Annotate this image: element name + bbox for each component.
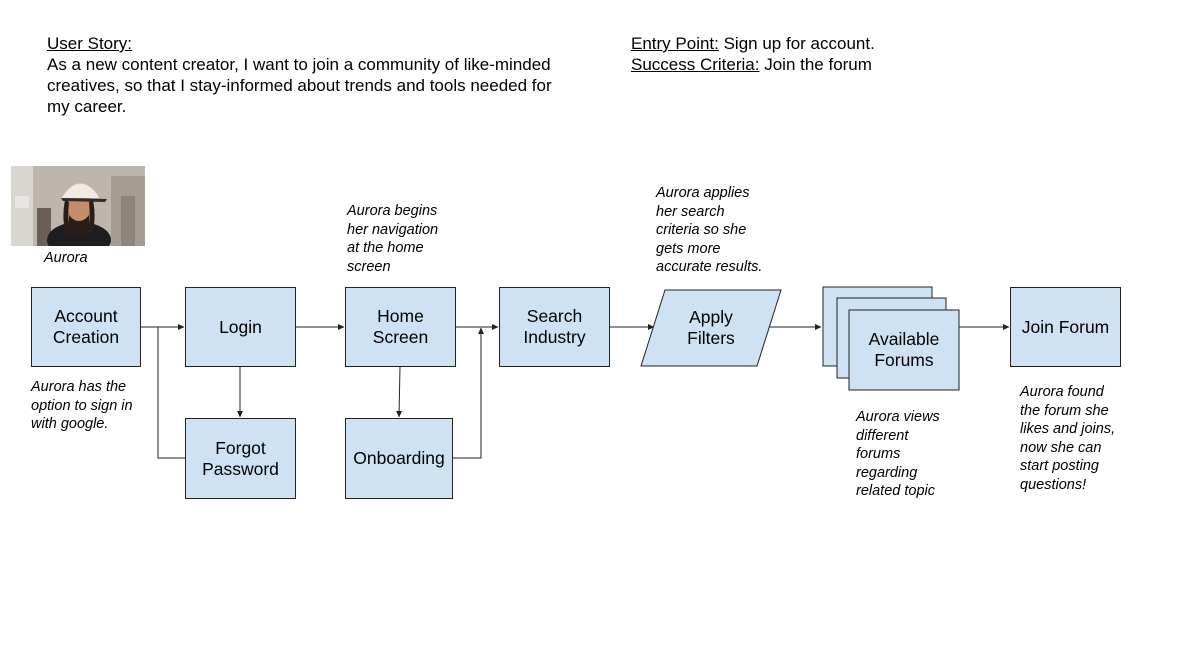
user-story-body: As a new content creator, I want to join… — [47, 55, 552, 116]
node-home-screen: Home Screen — [345, 287, 456, 367]
note-join-forum: Aurora found the forum she likes and joi… — [1020, 384, 1116, 493]
forums-page-front — [848, 309, 960, 391]
success-criteria-label: Success Criteria: — [631, 55, 760, 74]
note-apply-filters: Aurora applies her search criteria so sh… — [656, 185, 763, 275]
node-available-forums: Available Forums — [868, 329, 940, 370]
success-criteria: Success Criteria: Join the forum — [631, 54, 1031, 75]
success-criteria-value: Join the forum — [759, 55, 872, 74]
node-forgot-password: Forgot Password — [185, 418, 296, 499]
persona-photo-drawing — [11, 166, 145, 246]
node-join-forum: Join Forum — [1010, 287, 1121, 367]
connector-onboarding-to-search — [453, 327, 484, 459]
connector-forgot-to-login — [157, 327, 185, 459]
note-account-creation: Aurora has the option to sign in with go… — [31, 379, 133, 432]
node-account-creation: Account Creation — [31, 287, 141, 367]
persona-photo — [11, 166, 145, 246]
apply-filters-shape — [640, 289, 782, 367]
node-apply-filters: Apply Filters — [687, 307, 735, 348]
entry-point: Entry Point: Sign up for account. — [631, 33, 1031, 54]
note-available-forums: Aurora views different forums regarding … — [856, 409, 940, 499]
note-home-screen: Aurora begins her navigation at the home… — [347, 203, 439, 275]
node-login: Login — [185, 287, 296, 367]
user-story: User Story: As a new content creator, I … — [47, 33, 567, 117]
entry-point-value: Sign up for account. — [718, 34, 875, 53]
persona-name: Aurora — [44, 250, 88, 266]
node-search-industry: Search Industry — [499, 287, 610, 367]
node-onboarding: Onboarding — [345, 418, 453, 499]
entry-point-label: Entry Point: — [631, 34, 719, 53]
connector-home-to-onboarding — [396, 366, 403, 418]
criteria-block: Entry Point: Sign up for account. Succes… — [631, 33, 1031, 75]
user-story-heading: User Story: — [47, 34, 133, 53]
